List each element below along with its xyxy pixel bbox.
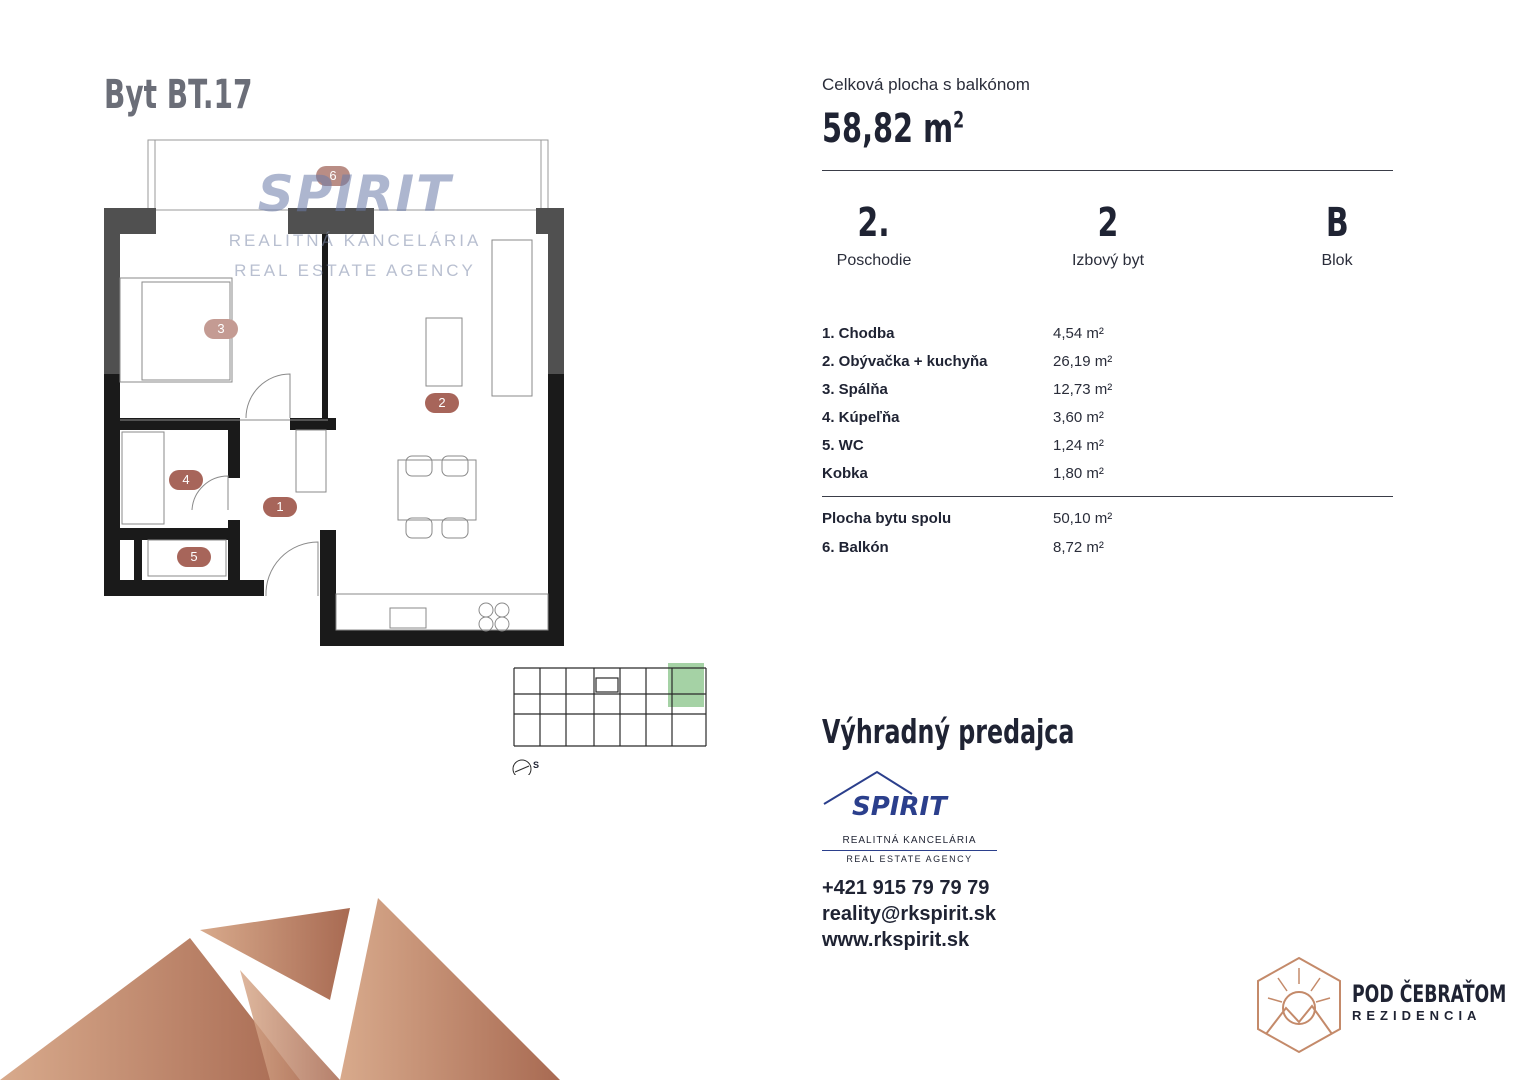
room-row: 3. Spálňa 12,73 m² — [822, 381, 1382, 403]
seller-web[interactable]: www.rkspirit.sk — [822, 929, 970, 951]
unit-title: Byt BT.17 — [104, 72, 253, 118]
room-tag-5: 5 — [177, 547, 211, 567]
room-name: 4. Kúpeľňa — [822, 409, 900, 426]
residence-subtitle: REZIDENCIA — [1352, 1008, 1482, 1023]
mountain-decoration — [0, 898, 560, 1080]
room-name: Kobka — [822, 465, 868, 482]
divider-top — [822, 170, 1393, 171]
room-row: Kobka 1,80 m² — [822, 465, 1382, 487]
watermark-brand: SPIRIT — [257, 165, 453, 223]
total-row: Plocha bytu spolu 50,10 m² — [822, 510, 1382, 532]
room-name: 1. Chodba — [822, 325, 895, 342]
balcony-area: 8,72 m² — [1053, 539, 1104, 556]
residence-logo-icon — [1257, 956, 1341, 1054]
balcony-name: 6. Balkón — [822, 539, 889, 556]
residence-name: POD ČEBRAŤOM — [1352, 980, 1507, 1008]
total-area: 50,10 m² — [1053, 510, 1113, 527]
divider-rooms — [822, 496, 1393, 497]
fact-floor-value: 2. — [857, 200, 891, 246]
seller-email[interactable]: reality@rkspirit.sk — [822, 903, 997, 925]
watermark: SPIRIT REALITNÁ KANCELÁRIA REAL ESTATE A… — [205, 165, 505, 281]
fact-block: B Blok — [1267, 200, 1407, 270]
seller-title: Výhradný predajca — [822, 712, 1075, 751]
room-tag-4: 4 — [169, 470, 203, 490]
room-row: 5. WC 1,24 m² — [822, 437, 1382, 459]
room-area: 4,54 m² — [1053, 325, 1104, 342]
fact-floor: 2. Poschodie — [804, 200, 944, 270]
total-area-value: 58,82 m2 — [822, 106, 964, 152]
room-tag-6: 6 — [316, 166, 350, 186]
seller-phone[interactable]: +421 915 79 79 79 — [822, 877, 990, 899]
compass-icon — [512, 759, 532, 775]
spirit-logo-mark — [823, 770, 913, 805]
walls — [104, 208, 564, 646]
seller-logo-line1: REALITNÁ KANCELÁRIA — [822, 835, 997, 851]
seller-logo: SPIRIT REALITNÁ KANCELÁRIA REAL ESTATE A… — [822, 770, 997, 864]
fact-rooms-label: Izbový byt — [1071, 252, 1145, 269]
room-tag-1: 1 — [263, 497, 297, 517]
total-area-superscript: 2 — [953, 108, 965, 134]
seller-logo-brand: SPIRIT — [852, 792, 947, 822]
room-tag-2: 2 — [425, 393, 459, 413]
fact-rooms-value: 2 — [1097, 200, 1119, 246]
total-area-number: 58,82 m — [822, 106, 954, 152]
room-area: 12,73 m² — [1053, 381, 1113, 398]
watermark-line1: REALITNÁ KANCELÁRIA — [228, 231, 482, 250]
room-area: 1,24 m² — [1053, 437, 1104, 454]
fact-block-label: Blok — [1321, 252, 1353, 269]
room-area: 1,80 m² — [1053, 465, 1104, 482]
room-area: 3,60 m² — [1053, 409, 1104, 426]
key-plan — [512, 663, 707, 775]
room-row: 2. Obývačka + kuchyňa 26,19 m² — [822, 353, 1382, 375]
balcony-row: 6. Balkón 8,72 m² — [822, 539, 1382, 561]
seller-logo-line2: REAL ESTATE AGENCY — [846, 854, 973, 864]
compass-label: S — [533, 760, 540, 770]
room-area: 26,19 m² — [1053, 353, 1113, 370]
room-tag-3: 3 — [204, 319, 238, 339]
watermark-line2: REAL ESTATE AGENCY — [234, 261, 476, 280]
fact-block-value: B — [1325, 200, 1349, 246]
total-name: Plocha bytu spolu — [822, 510, 952, 527]
room-name: 5. WC — [822, 437, 864, 454]
dining-set — [389, 455, 510, 632]
total-area-label: Celková plocha s balkónom — [822, 75, 1030, 94]
room-name: 2. Obývačka + kuchyňa — [822, 353, 988, 370]
fact-floor-label: Poschodie — [836, 252, 912, 269]
room-row: 4. Kúpeľňa 3,60 m² — [822, 409, 1382, 431]
room-row: 1. Chodba 4,54 m² — [822, 325, 1382, 347]
fact-rooms: 2 Izbový byt — [1038, 200, 1178, 270]
room-name: 3. Spálňa — [822, 381, 888, 398]
